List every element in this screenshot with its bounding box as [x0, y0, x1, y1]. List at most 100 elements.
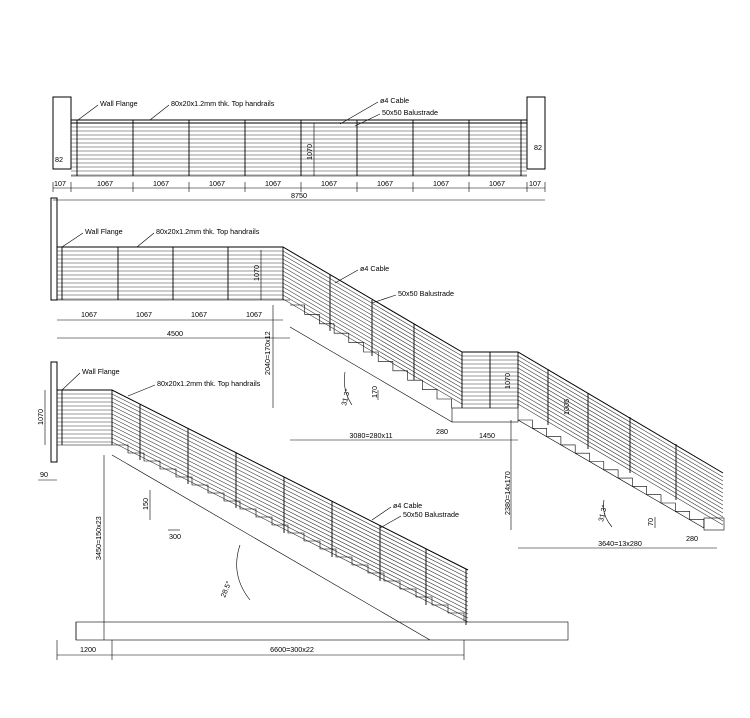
- dim-run: 6600=300x22: [270, 645, 314, 654]
- elevation-middle: 1070 1070 1005 Wall Flange 80x20x1.2mm t…: [50, 197, 725, 549]
- dim-height-landing: 1070: [503, 373, 512, 389]
- post-group: [61, 390, 467, 625]
- cable: [57, 258, 724, 486]
- cable: [57, 441, 469, 623]
- dim-riser-first: 170: [370, 386, 379, 398]
- stringer-first: [289, 326, 453, 423]
- cable: [57, 290, 724, 518]
- dim-height: 1070: [36, 409, 45, 425]
- dim-height-slope: 1005: [562, 399, 571, 415]
- cable-group: [71, 126, 527, 176]
- dim-height: 1070: [305, 144, 314, 160]
- dim-end-left: 107: [54, 179, 66, 188]
- dim-end-right: 107: [529, 179, 541, 188]
- stair-steps-second: [518, 419, 705, 528]
- leader-cable: [339, 101, 379, 125]
- leader-cable: [371, 506, 392, 521]
- dim-angle-second: 31.3°: [596, 504, 609, 523]
- dim-spacing-4: 1067: [265, 179, 281, 188]
- dim-riser: 150: [141, 498, 150, 510]
- wall-right: [526, 96, 546, 170]
- label-top-handrails: 80x20x1.2mm thk. Top handrails: [171, 99, 275, 108]
- leader-top-handrails: [149, 104, 170, 121]
- stringer: [111, 454, 431, 641]
- leader-balustrade: [371, 294, 397, 304]
- base-slab: [75, 621, 569, 641]
- dim-ticks: [52, 182, 546, 192]
- dim-post-offset-left: 82: [55, 155, 63, 164]
- dim-spacing-2: 1067: [153, 179, 169, 188]
- dim-rise-first: 2040=170x12: [263, 331, 272, 375]
- stair-steps: [112, 444, 465, 621]
- dim-landing-second: 1450: [479, 431, 495, 440]
- elevation-top: 1070 Wall Flange 80x20x1.2mm thk. Top ha…: [52, 96, 546, 201]
- dim-spacing-1: 1067: [97, 179, 113, 188]
- dim-spacing-6: 1067: [377, 179, 393, 188]
- label-balustrade: 50x50 Balustrade: [398, 289, 454, 298]
- label-wall-flange: Wall Flange: [85, 227, 123, 236]
- wall-left: [52, 96, 72, 170]
- dim-spacing-7: 1067: [433, 179, 449, 188]
- angle-arc: [236, 544, 251, 601]
- dim-tread-first: 280: [436, 427, 448, 436]
- leader-balustrade: [354, 113, 381, 127]
- dim-tread-second: 280: [686, 534, 698, 543]
- leader-wall-flange: [77, 104, 99, 121]
- angle-arc-second: [603, 499, 613, 528]
- dim-tread: 300: [169, 532, 181, 541]
- dim-landing-length: 4500: [167, 329, 183, 338]
- cable: [57, 298, 724, 526]
- dim-offset: 90: [40, 470, 48, 479]
- label-top-handrails: 80x20x1.2mm thk. Top handrails: [156, 227, 260, 236]
- label-wall-flange: Wall Flange: [82, 367, 120, 376]
- dim-overall: 8750: [291, 191, 307, 200]
- label-balustrade: 50x50 Balustrade: [403, 510, 459, 519]
- angle-arc-first: [344, 371, 353, 406]
- cable: [57, 274, 724, 502]
- dim-spacing-4: 1067: [246, 310, 262, 319]
- dim-spacing-2: 1067: [136, 310, 152, 319]
- dim-run-second: 3640=13x280: [598, 539, 642, 548]
- cable: [57, 294, 724, 522]
- dim-rise: 3450=150x23: [94, 516, 103, 560]
- landing-slab: [451, 407, 519, 423]
- dim-angle: 28.5°: [219, 580, 234, 599]
- label-cable: ø4 Cable: [360, 264, 389, 273]
- label-wall-flange: Wall Flange: [100, 99, 138, 108]
- dim-run-first: 3080=280x11: [349, 431, 392, 440]
- dim-angle-first: 31.3°: [339, 388, 352, 407]
- label-cable: ø4 Cable: [380, 96, 409, 105]
- dim-spacing-3: 1067: [191, 310, 207, 319]
- label-balustrade: 50x50 Balustrade: [382, 108, 438, 117]
- dim-post-offset-right: 82: [534, 143, 542, 152]
- leader-wall-flange: [61, 372, 81, 391]
- dim-spacing-3: 1067: [209, 179, 225, 188]
- post-group: [76, 120, 522, 176]
- stringer-second: [517, 419, 705, 529]
- label-top-handrails: 80x20x1.2mm thk. Top handrails: [157, 379, 261, 388]
- base-slab: [703, 517, 725, 531]
- dim-spacing-1: 1067: [81, 310, 97, 319]
- cable: [57, 250, 724, 478]
- post-group: [61, 247, 677, 500]
- dim-spacing-8: 1067: [489, 179, 505, 188]
- cable-group: [57, 250, 724, 526]
- dim-landing: 1200: [80, 645, 96, 654]
- cable: [57, 282, 724, 510]
- stair-steps-first: [290, 304, 452, 409]
- cable: [57, 286, 724, 514]
- cable: [57, 278, 724, 506]
- leader-wall-flange: [61, 232, 84, 248]
- dim-riser-second: 70: [646, 518, 655, 526]
- leader-balustrade: [379, 515, 402, 529]
- dim-rise-second: 2380=14x170: [503, 471, 512, 515]
- wall-left: [50, 361, 58, 463]
- leader-top-handrails: [136, 232, 155, 248]
- leader-cable: [334, 269, 359, 284]
- cable: [57, 254, 724, 482]
- label-cable: ø4 Cable: [393, 501, 422, 510]
- dim-spacing-5: 1067: [321, 179, 337, 188]
- elevation-bottom: 1070 Wall Flange 80x20x1.2mm thk. Top ha…: [36, 361, 569, 660]
- wall-left: [50, 197, 58, 301]
